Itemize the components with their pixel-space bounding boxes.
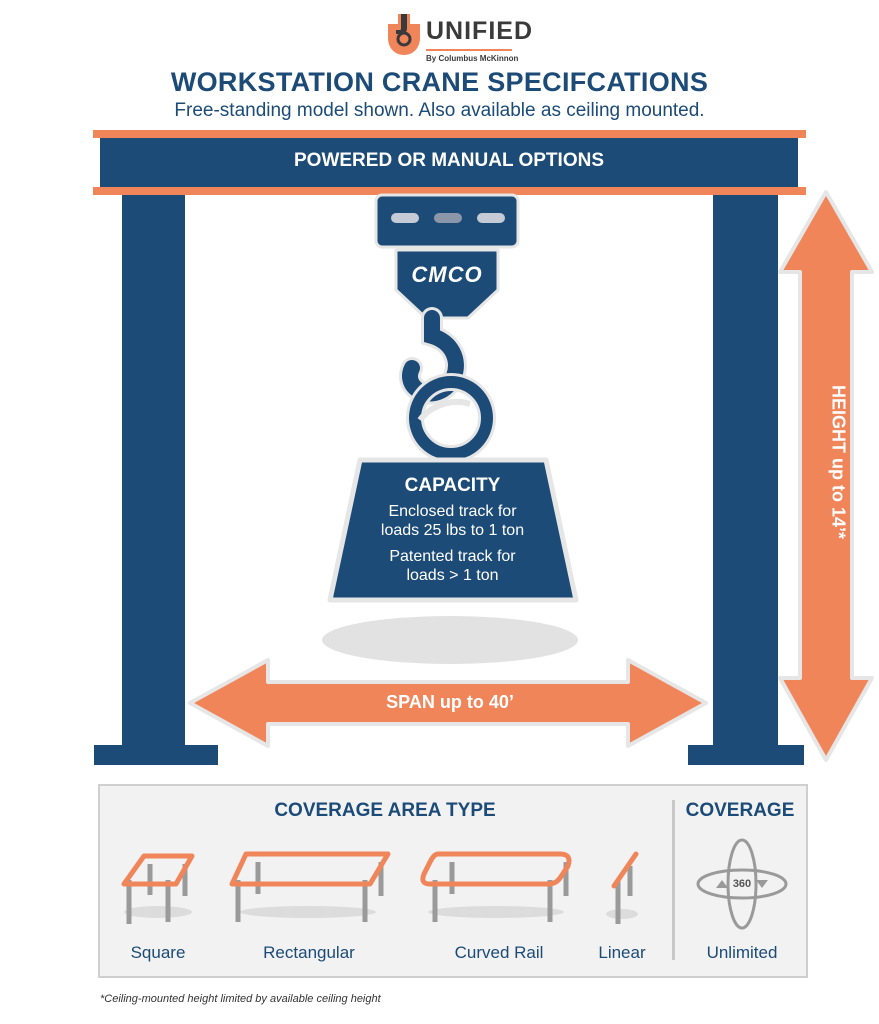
left-column bbox=[122, 195, 185, 745]
page-subtitle: Free-standing model shown. Also availabl… bbox=[174, 100, 705, 121]
coverage-area-type-title: COVERAGE AREA TYPE bbox=[274, 800, 496, 821]
hoist-brand-logo: CMCO bbox=[411, 262, 483, 287]
linear-crane-icon bbox=[606, 851, 639, 924]
ring-highlight bbox=[417, 399, 471, 422]
capacity-line-2: loads 25 lbs to 1 ton bbox=[380, 522, 525, 539]
coverage-title: COVERAGE bbox=[685, 800, 795, 821]
beam-bottom-rail bbox=[93, 187, 806, 195]
indicator-light-3 bbox=[477, 213, 505, 223]
footnote: *Ceiling-mounted height limited by avail… bbox=[100, 993, 381, 1005]
coverage-type-curved-rail: Curved Rail bbox=[454, 943, 544, 962]
brand-tagline: By Columbus McKinnon bbox=[426, 54, 519, 63]
right-column-foot bbox=[688, 745, 804, 765]
left-column-foot bbox=[94, 745, 218, 765]
beam-label: POWERED OR MANUAL OPTIONS bbox=[294, 150, 604, 171]
unified-logo-icon bbox=[388, 14, 420, 55]
capacity-weight bbox=[327, 457, 579, 603]
coverage-value: Unlimited bbox=[706, 943, 778, 962]
beam bbox=[100, 138, 798, 188]
indicator-light-2 bbox=[434, 213, 462, 223]
rotation-360-icon bbox=[696, 838, 788, 930]
brand-underline bbox=[426, 49, 512, 51]
span-arrow bbox=[188, 658, 708, 748]
page-title: WORKSTATION CRANE SPECIFCATIONS bbox=[170, 67, 709, 97]
indicator-light-1 bbox=[391, 213, 419, 223]
coverage-type-rectangular: Rectangular bbox=[263, 943, 355, 962]
capacity-line-4: loads > 1 ton bbox=[406, 567, 499, 584]
hoist-body bbox=[394, 248, 500, 320]
load-ring bbox=[409, 376, 493, 460]
rectangular-crane-icon bbox=[229, 851, 391, 922]
beam-top-rail bbox=[93, 130, 806, 138]
coverage-type-square: Square bbox=[130, 943, 186, 962]
right-column bbox=[713, 195, 778, 745]
curved-rail-crane-icon bbox=[420, 851, 572, 922]
capacity-line-1: Enclosed track for bbox=[388, 503, 517, 520]
panel-divider bbox=[672, 800, 675, 960]
span-label: SPAN up to 40’ bbox=[386, 692, 514, 712]
height-arrow bbox=[778, 190, 874, 762]
coverage-type-linear: Linear bbox=[598, 943, 646, 962]
capacity-title: CAPACITY bbox=[404, 475, 501, 496]
brand-name: UNIFIED bbox=[426, 17, 533, 45]
weight-shadow bbox=[322, 616, 578, 664]
square-crane-icon bbox=[121, 853, 195, 924]
capacity-line-3: Patented track for bbox=[389, 548, 516, 565]
rotation-360-label: 360 bbox=[732, 878, 752, 890]
